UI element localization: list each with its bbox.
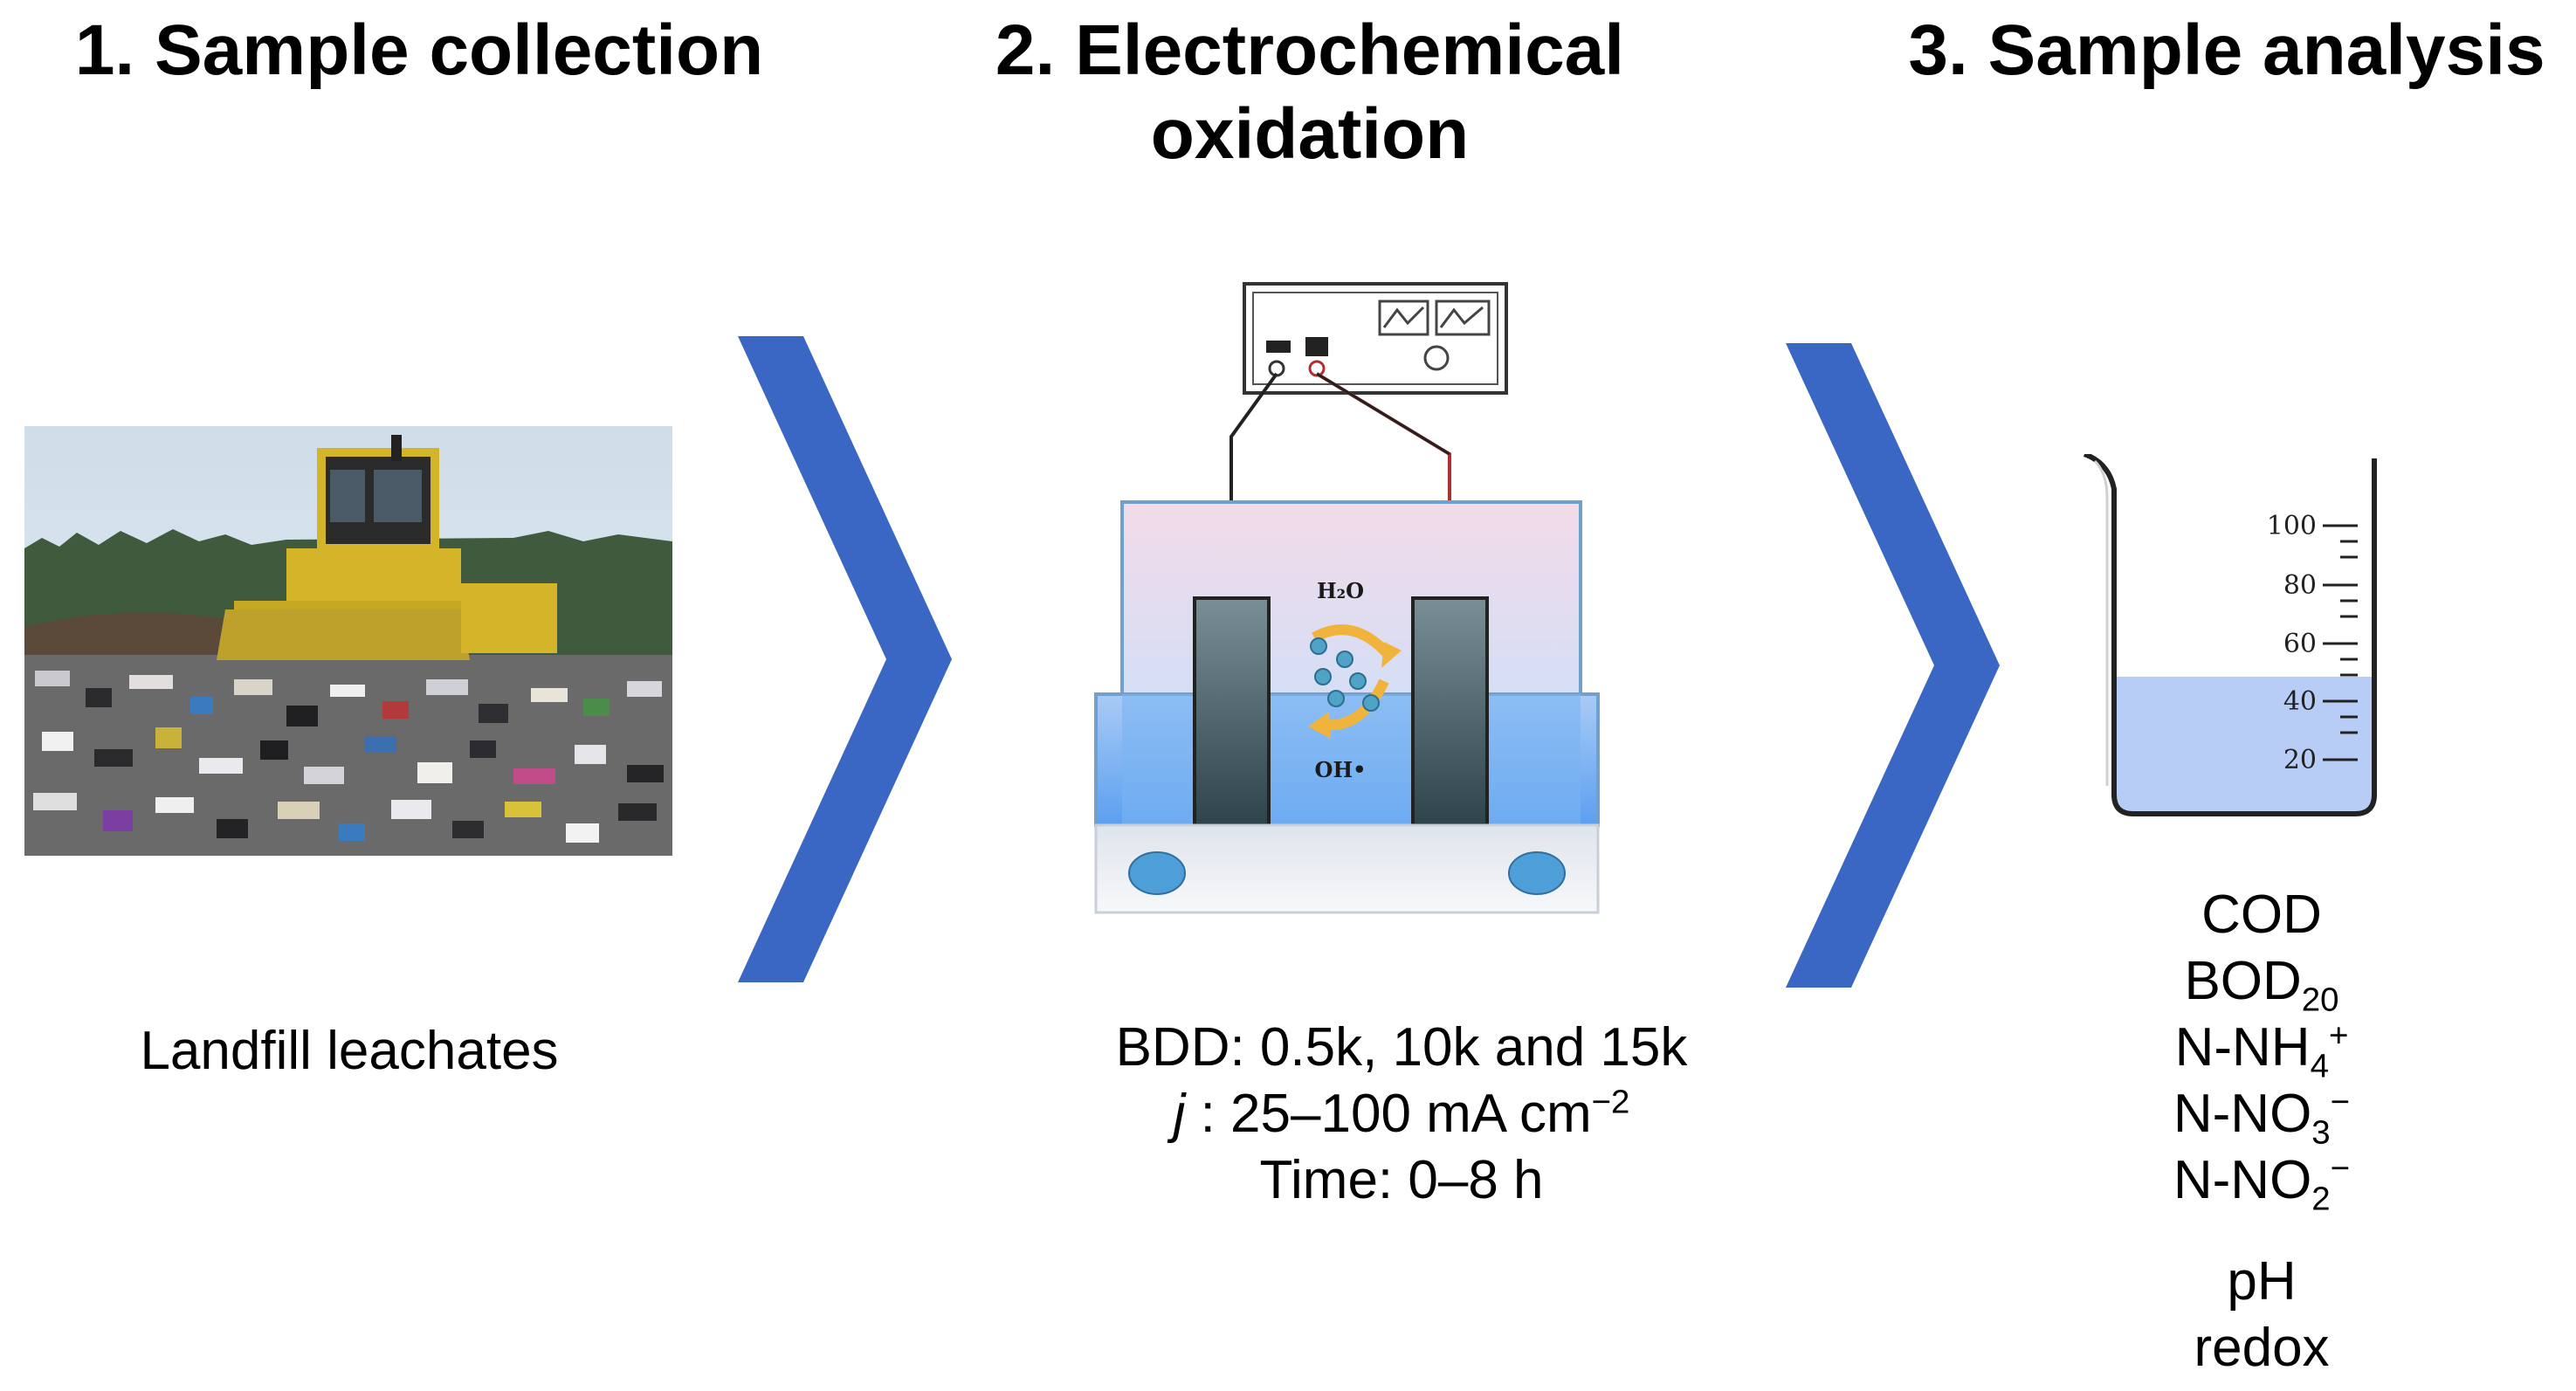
- bulldozer: [217, 435, 557, 660]
- power-supply: [1243, 282, 1508, 395]
- electrode-left: [1193, 596, 1271, 827]
- curve-arrow-top: [1312, 624, 1393, 659]
- param-no3-base: N-NO: [2173, 1084, 2312, 1144]
- step2-title: 2. Electrochemical oxidation: [969, 9, 1650, 176]
- param-no3-sup: −: [2330, 1083, 2351, 1121]
- chevron-arrow-2: [1786, 343, 2000, 988]
- param-bod: BOD20: [2113, 948, 2410, 1019]
- oh-radical-bubbles: [1310, 637, 1380, 712]
- param-bod-base: BOD: [2184, 951, 2302, 1011]
- param-ph: pH: [2227, 1251, 2297, 1312]
- step3-parameters: COD BOD20 N-NH4+ N-NO3− N-NO2− pH redox: [2113, 882, 2410, 1381]
- beaker-mark-20: 20: [2283, 745, 2317, 775]
- bdd-label: BDD: 0.5k, 10k and 15k: [1115, 1017, 1688, 1078]
- beaker-mark-40: 40: [2283, 686, 2317, 717]
- param-no2-sub: 2: [2311, 1180, 2331, 1218]
- param-nh4: N-NH4+: [2113, 1015, 2410, 1083]
- stirrer-foot-right: [1508, 851, 1566, 895]
- step1-caption: Landfill leachates: [140, 1021, 559, 1081]
- param-no2-base: N-NO: [2173, 1150, 2312, 1210]
- beaker-mark-80: 80: [2283, 570, 2317, 601]
- param-cod: COD: [2201, 885, 2322, 945]
- param-no2: N-NO2−: [2113, 1147, 2410, 1218]
- step2-conditions: BDD: 0.5k, 10k and 15k j : 25–100 mA cm−…: [1030, 1015, 1773, 1214]
- step1-title: 1. Sample collection: [74, 10, 764, 90]
- time-label: Time: 0–8 h: [1259, 1150, 1544, 1210]
- param-no3-sub: 3: [2311, 1113, 2331, 1152]
- chevron-arrow-1: [738, 336, 952, 982]
- beaker-glass: [2083, 454, 2377, 816]
- beaker-mark-100: 100: [2267, 511, 2317, 541]
- electrochemical-cell: H₂O OH•: [1094, 282, 1600, 914]
- step2-title-line2: oxidation: [1150, 94, 1470, 174]
- beaker-mark-60: 60: [2283, 629, 2317, 659]
- step3-title: 3. Sample analysis: [1908, 10, 2545, 90]
- param-nh4-sup: +: [2328, 1016, 2349, 1055]
- param-bod-sub: 20: [2301, 981, 2339, 1019]
- beaker-graduations: [2323, 524, 2358, 761]
- electrode-right: [1411, 596, 1489, 827]
- oh-radical-label: OH•: [1315, 757, 1367, 782]
- garbage-debris: [33, 671, 664, 843]
- h2o-label: H₂O: [1317, 578, 1364, 603]
- current-density-symbol: j: [1173, 1084, 1186, 1144]
- curve-arrow-bottom: [1322, 678, 1389, 731]
- param-nh4-sub: 4: [2310, 1047, 2329, 1085]
- current-density-value: : 25–100 mA cm: [1185, 1084, 1592, 1144]
- current-density-label: j : 25–100 mA cm−2: [1030, 1081, 1773, 1147]
- beaker-liquid: [2114, 677, 2374, 812]
- landfill-photo: [24, 426, 672, 856]
- beaker: 100 80 60 40 20: [2083, 454, 2377, 816]
- param-no2-sup: −: [2330, 1149, 2351, 1188]
- param-nh4-base: N-NH: [2174, 1017, 2311, 1078]
- stirrer-foot-left: [1128, 851, 1186, 895]
- current-density-exponent: −2: [1591, 1083, 1630, 1121]
- step2-title-line1: 2. Electrochemical: [995, 10, 1625, 90]
- param-redox: redox: [2194, 1318, 2330, 1378]
- param-no3: N-NO3−: [2113, 1081, 2410, 1149]
